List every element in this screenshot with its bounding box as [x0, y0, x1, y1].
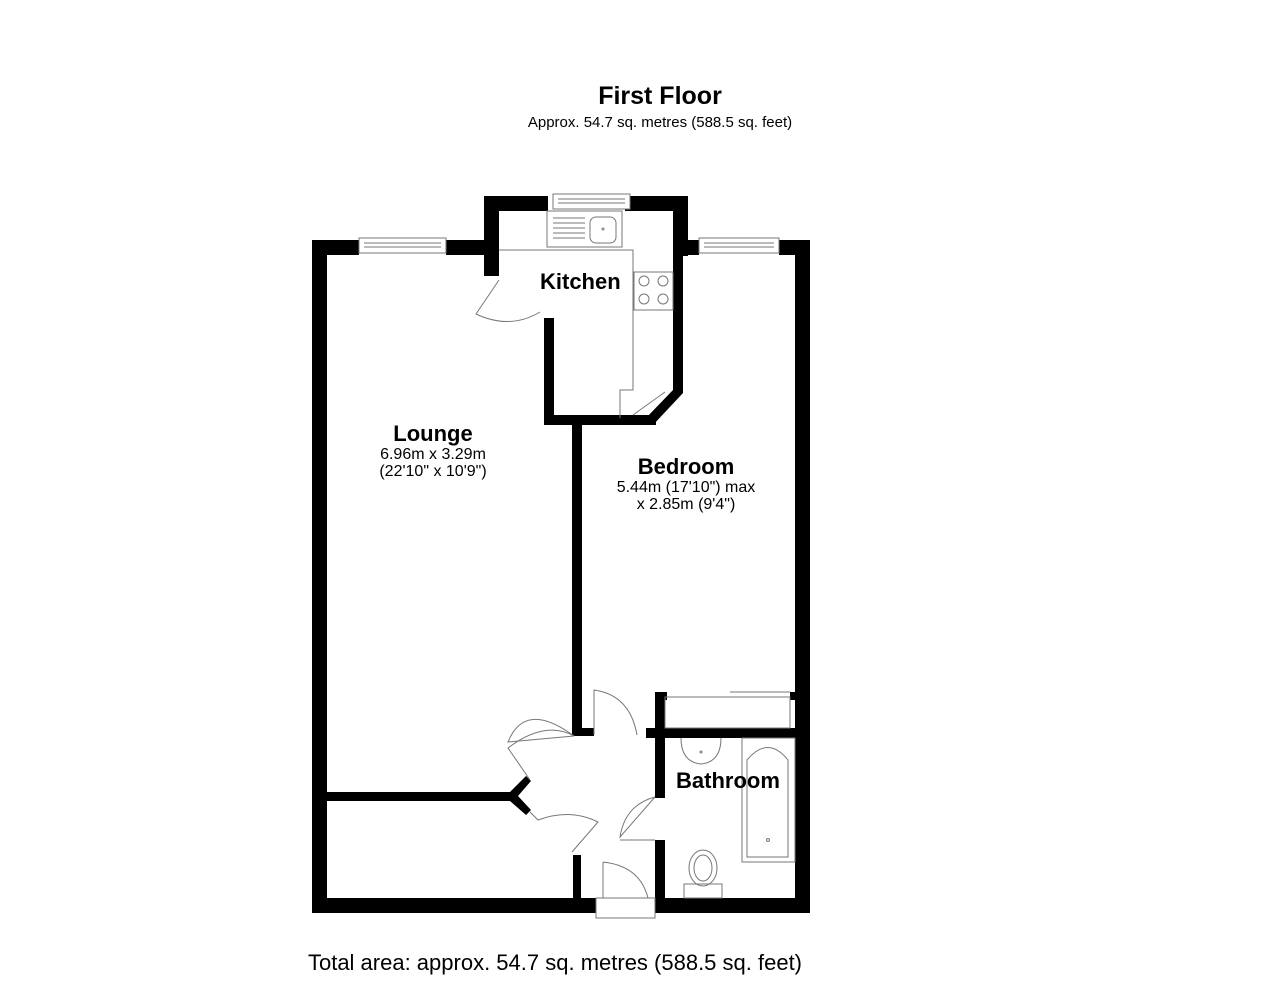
room-name: Kitchen [540, 269, 621, 294]
room-dimensions: 6.96m x 3.29m [380, 446, 486, 463]
bathroom-fixtures [664, 691, 796, 899]
floor-area-subtitle: Approx. 54.7 sq. metres (588.5 sq. feet) [527, 114, 793, 131]
room-name: Lounge [393, 421, 473, 446]
doors [475, 279, 656, 899]
room-name: Bedroom [637, 454, 735, 479]
walls [312, 196, 810, 913]
room-label-kitchen: Kitchen [540, 270, 621, 294]
room-label-bedroom: Bedroom 5.44m (17'10") max x 2.85m (9'4"… [596, 454, 776, 514]
room-name: Bathroom [676, 768, 780, 793]
windows [358, 193, 780, 919]
room-dimensions-width: x 2.85m (9'4") [636, 496, 736, 513]
floor-title: First Floor [598, 82, 722, 110]
room-label-lounge: Lounge 6.96m x 3.29m (22'10" x 10'9") [358, 421, 508, 481]
room-dimensions-imperial: (22'10" x 10'9") [379, 463, 487, 480]
room-label-bathroom: Bathroom [676, 769, 780, 793]
total-area: Total area: approx. 54.7 sq. metres (588… [307, 950, 803, 975]
room-dimensions: 5.44m (17'10") max [616, 479, 756, 496]
kitchen-fixtures [499, 210, 674, 418]
